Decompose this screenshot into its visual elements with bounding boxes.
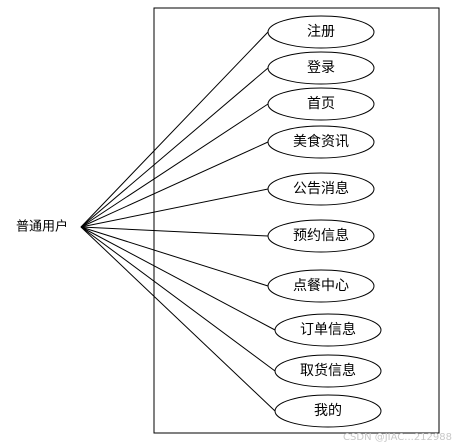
use-case-ellipse [267, 172, 375, 206]
use-case-label: 点餐中心 [293, 278, 349, 294]
use-case-announcements: 公告消息 [267, 172, 375, 206]
use-case-mine: 我的 [274, 394, 382, 428]
use-case-ellipse [267, 269, 375, 303]
use-case-home: 首页 [267, 87, 375, 121]
use-case-ellipse [267, 219, 375, 253]
use-cases: 注册 登录 首页 美食资讯 公告消息 预约信息 点餐中心 订单信息 [267, 15, 382, 428]
use-case-label: 取货信息 [300, 362, 356, 379]
actor-label: 普通用户 [16, 219, 68, 235]
association-line [80, 226, 276, 331]
association-line [80, 67, 269, 228]
use-case-ellipse [274, 354, 382, 388]
use-case-ellipse [267, 87, 375, 121]
association-line [80, 226, 269, 237]
association-line [80, 141, 269, 228]
association-line [80, 188, 269, 228]
use-case-ellipse [267, 125, 375, 159]
association-line [80, 226, 276, 412]
use-case-pickup: 取货信息 [274, 354, 382, 388]
association-lines [80, 31, 276, 412]
use-case-register: 注册 [267, 15, 375, 49]
use-case-food-news: 美食资讯 [267, 125, 375, 159]
watermark: CSDN @JIAC...212988 [343, 432, 452, 443]
use-case-label: 注册 [307, 24, 335, 40]
use-case-label: 我的 [314, 403, 342, 419]
use-case-label: 登录 [307, 60, 335, 76]
use-case-label: 首页 [307, 96, 335, 112]
use-case-label: 预约信息 [293, 227, 349, 244]
use-case-reservation: 预约信息 [267, 219, 375, 253]
use-case-ellipse [267, 15, 375, 49]
system-boundary [153, 7, 440, 434]
use-case-label: 美食资讯 [293, 133, 349, 150]
use-case-orders: 订单信息 [274, 313, 382, 347]
association-line [80, 226, 276, 372]
use-case-label: 订单信息 [300, 321, 356, 338]
association-line [80, 31, 269, 228]
association-line [80, 103, 269, 228]
use-case-ellipse [274, 313, 382, 347]
use-case-label: 公告消息 [293, 180, 349, 197]
use-case-ellipse [274, 394, 382, 428]
use-case-ordering-center: 点餐中心 [267, 269, 375, 303]
use-case-ellipse [267, 51, 375, 85]
association-line [80, 226, 269, 287]
use-case-login: 登录 [267, 51, 375, 85]
